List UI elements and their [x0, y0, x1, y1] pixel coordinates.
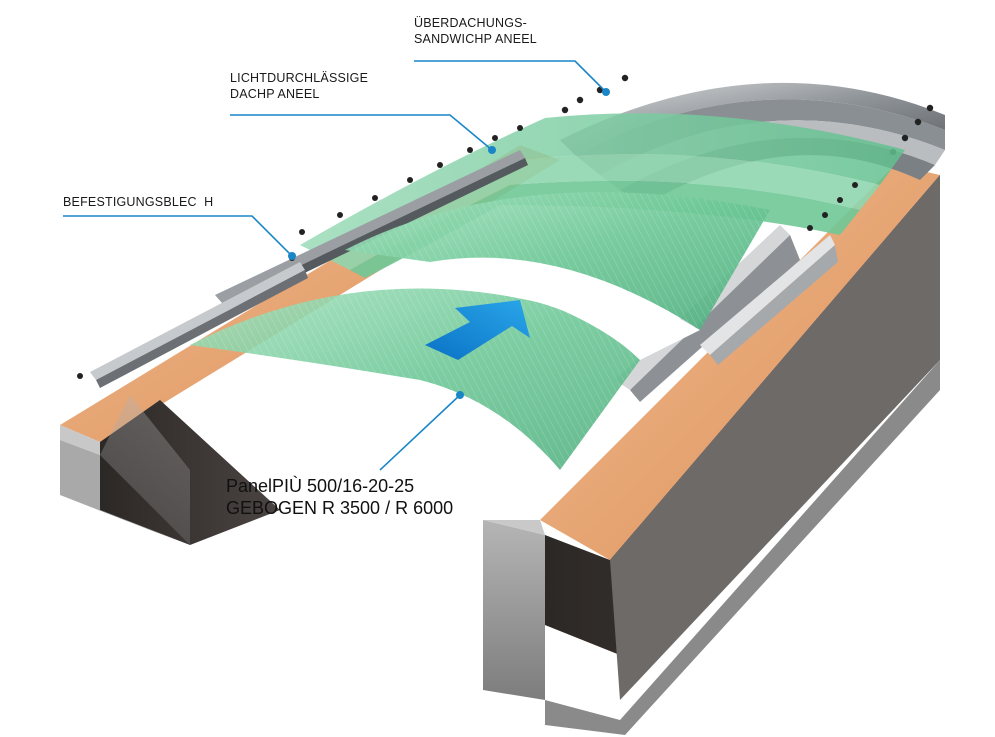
label-sandwich-line2: SANDWICHP ANEEL [414, 32, 537, 46]
label-translucent-line1: LICHTDURCHLÄSSIGE [230, 71, 369, 85]
callout-lines [63, 60, 610, 471]
label-product-line1: PanelPIÙ 500/16-20-25 [226, 476, 415, 496]
label-product-line2: GEBOGEN R 3500 / R 6000 [226, 498, 454, 518]
label-translucent-line2: DACHP ANEEL [230, 87, 320, 101]
label-sandwich-panel: ÜBERDACHUNGS- SANDWICHP ANEEL [414, 15, 537, 47]
label-fixing-plate: BEFESTIGUNGSBLEC H [63, 194, 213, 210]
label-sandwich-line1: ÜBERDACHUNGS- [414, 16, 528, 30]
right-wall [483, 165, 940, 735]
callout-product [379, 394, 461, 471]
label-product: PanelPIÙ 500/16-20-25 GEBOGEN R 3500 / R… [226, 475, 453, 519]
label-fixing-line1: BEFESTIGUNGSBLEC H [63, 195, 214, 209]
insertion-arrow [425, 300, 530, 360]
callout-sandwich [414, 60, 607, 93]
callout-translucent [230, 114, 493, 151]
callout-fixing-plate [63, 215, 293, 257]
label-translucent-panel: LICHTDURCHLÄSSIGE DACHP ANEEL [230, 70, 368, 102]
fixing-plate [77, 150, 528, 388]
